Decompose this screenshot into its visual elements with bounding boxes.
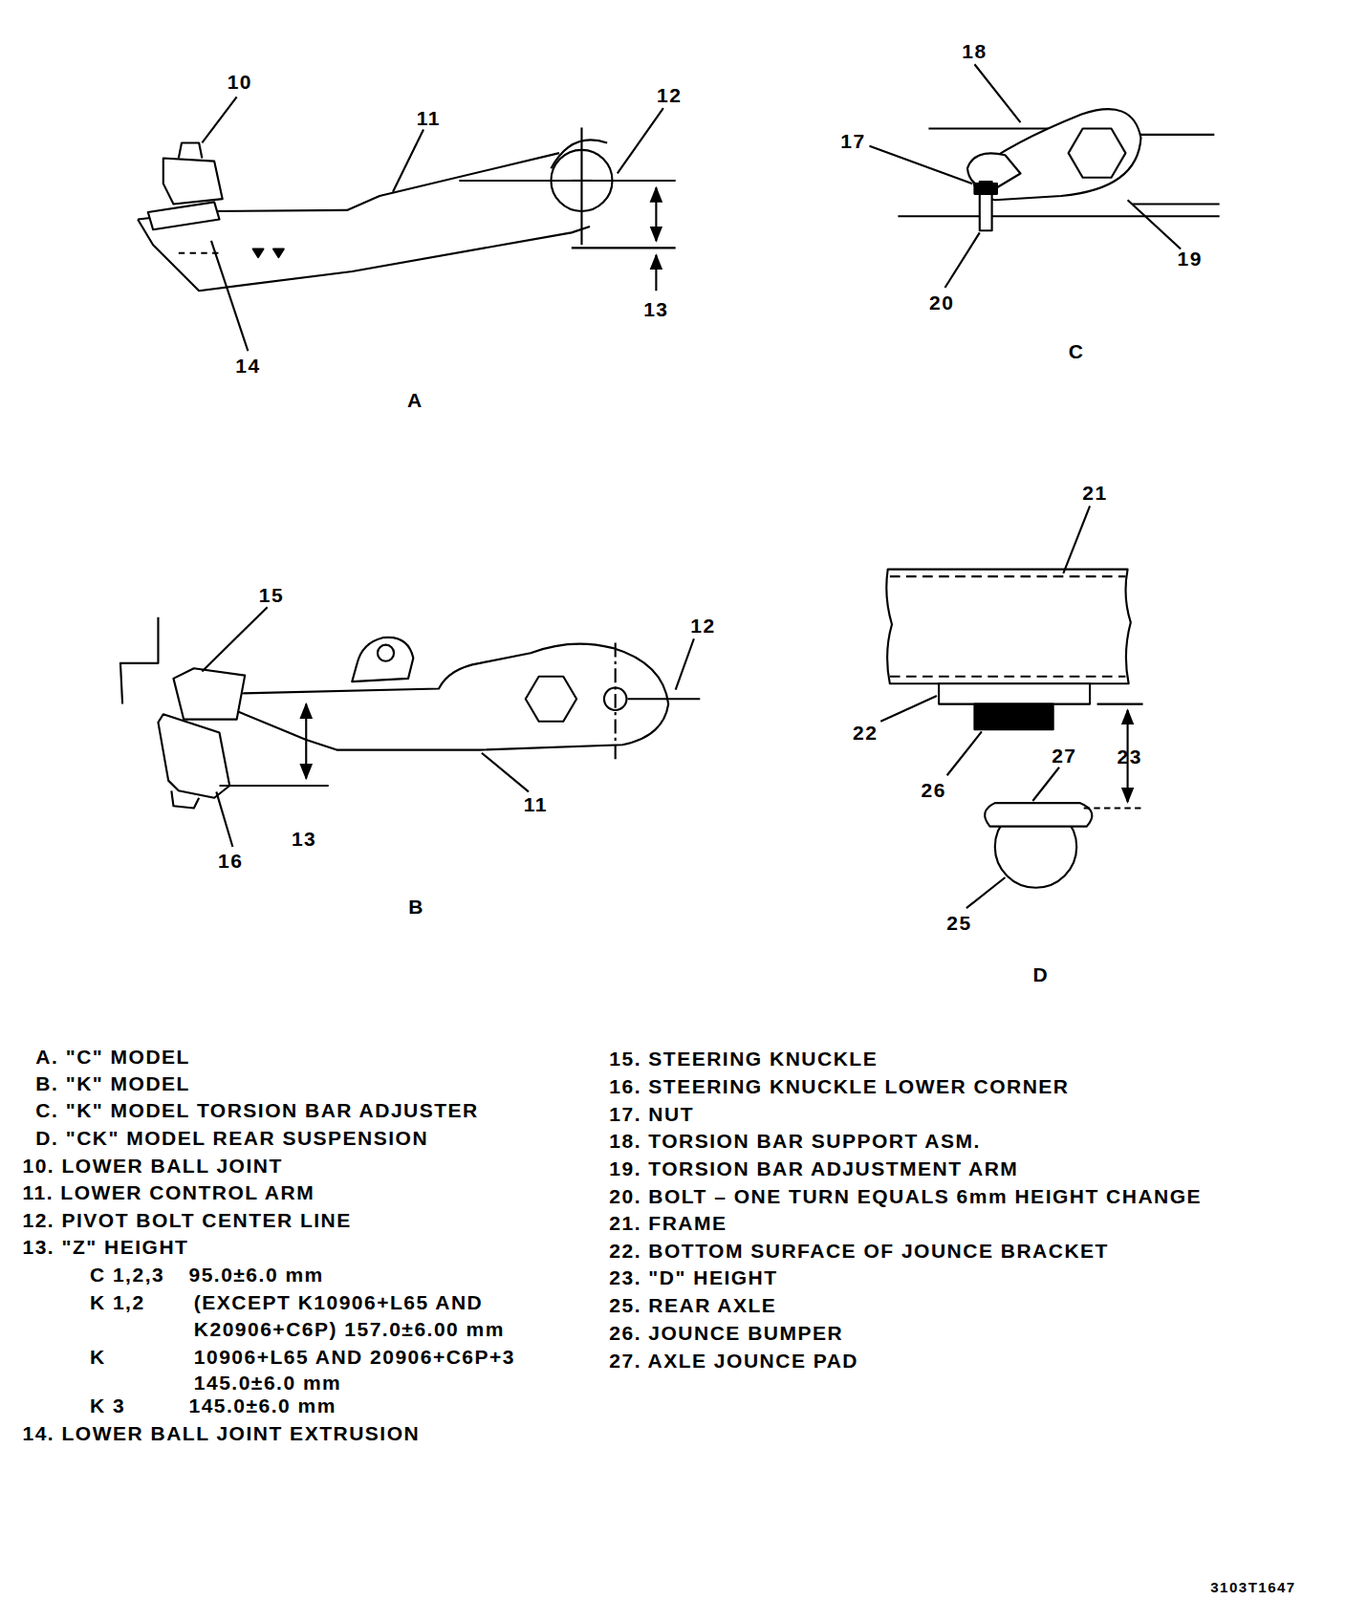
- callout-number: 19: [1176, 248, 1202, 269]
- callout-number: 21: [1082, 481, 1108, 502]
- key-entry: 14. LOWER BALL JOINT EXTRUSION: [21, 1422, 420, 1443]
- figure-letter: D: [1032, 964, 1049, 985]
- spec-value: 145.0±6.0 mm: [188, 1394, 336, 1415]
- key-entry: B. "K" MODEL: [35, 1072, 191, 1093]
- model-code: K: [89, 1346, 107, 1367]
- model-code: K 3: [89, 1394, 126, 1415]
- c-model-control-arm: [137, 96, 676, 351]
- callout-number: 13: [643, 299, 669, 320]
- drawing-code: 3103T1647: [1210, 1579, 1296, 1594]
- callout-number: 23: [1117, 745, 1143, 766]
- spec-value: K20906+C6P) 157.0±6.00 mm: [194, 1318, 505, 1339]
- callout-number: 22: [852, 722, 878, 743]
- callout-number: 11: [523, 794, 548, 815]
- callout-number: 18: [961, 41, 987, 62]
- key-entry: D. "CK" MODEL REAR SUSPENSION: [35, 1128, 429, 1149]
- key-entry: A. "C" MODEL: [35, 1045, 191, 1066]
- key-entry: 15. STEERING KNUCKLE: [608, 1047, 878, 1068]
- key-entry: 16. STEERING KNUCKLE LOWER CORNER: [608, 1075, 1069, 1096]
- key-entry: C. "K" MODEL TORSION BAR ADJUSTER: [35, 1100, 478, 1121]
- key-entry: 20. BOLT – ONE TURN EQUALS 6mm HEIGHT CH…: [608, 1186, 1202, 1207]
- callout-number: 16: [217, 849, 243, 870]
- key-entry: 26. JOUNCE BUMPER: [608, 1323, 844, 1344]
- k-model-control-arm: [120, 607, 700, 847]
- key-entry: 13. "Z" HEIGHT: [21, 1237, 189, 1258]
- key-entry: 25. REAR AXLE: [608, 1295, 777, 1316]
- key-entry: 17. NUT: [608, 1103, 695, 1124]
- key-entry: 10. LOWER BALL JOINT: [21, 1155, 283, 1176]
- figure-letter: A: [407, 390, 424, 411]
- callout-number: 20: [929, 291, 955, 312]
- figure-letter: C: [1068, 341, 1086, 362]
- spec-value: (EXCEPT K10906+L65 AND: [194, 1292, 483, 1313]
- callout-number: 26: [921, 780, 947, 801]
- model-code: C 1,2,3: [89, 1264, 165, 1285]
- torsion-bar-adjuster: [868, 64, 1219, 288]
- key-entry: 11. LOWER CONTROL ARM: [21, 1181, 315, 1202]
- key-entry: 22. BOTTOM SURFACE OF JOUNCE BRACKET: [608, 1239, 1109, 1260]
- model-code: K 1,2: [89, 1292, 146, 1313]
- spec-value: 95.0±6.0 mm: [188, 1264, 324, 1285]
- callout-number: 25: [946, 911, 972, 933]
- callout-number: 17: [840, 130, 866, 152]
- key-entry: 19. TORSION BAR ADJUSTMENT ARM: [608, 1158, 1019, 1179]
- callout-number: 12: [656, 85, 682, 106]
- callout-number: 12: [690, 615, 716, 636]
- callout-number: 13: [291, 828, 317, 849]
- callout-number: 15: [259, 585, 284, 606]
- key-entry: 18. TORSION BAR SUPPORT ASM.: [608, 1130, 981, 1151]
- key-entry: 23. "D" HEIGHT: [608, 1267, 778, 1288]
- key-entry: 12. PIVOT BOLT CENTER LINE: [21, 1209, 351, 1230]
- rear-suspension: [880, 505, 1143, 909]
- figure-letter: B: [408, 895, 425, 916]
- key-entry: 21. FRAME: [608, 1212, 727, 1233]
- callout-number: 11: [416, 107, 441, 128]
- spec-value: 10906+L65 AND 20906+C6P+3: [194, 1346, 516, 1367]
- key-entry: 27. AXLE JOUNCE PAD: [608, 1349, 859, 1370]
- callout-number: 27: [1051, 744, 1077, 765]
- spec-value: 145.0±6.0 mm: [194, 1372, 342, 1393]
- callout-number: 10: [227, 71, 253, 92]
- callout-number: 14: [235, 355, 261, 376]
